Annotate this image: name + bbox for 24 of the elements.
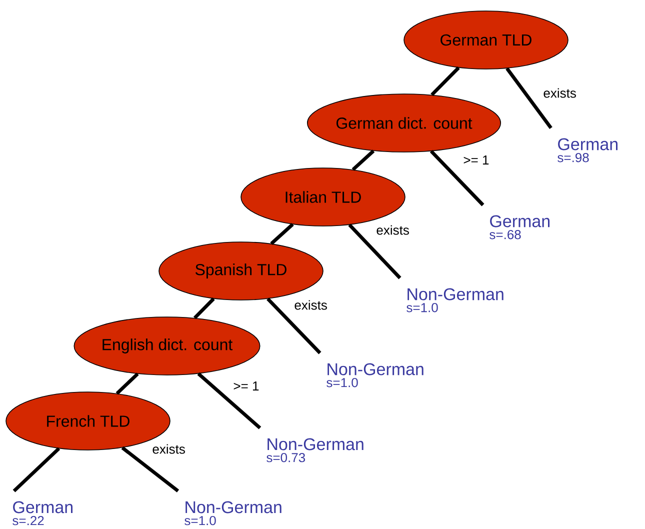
edge-label: exists bbox=[375, 224, 410, 236]
edge-label: >= 1 bbox=[232, 380, 260, 392]
branch-line bbox=[430, 66, 460, 96]
edge-label: >= 1 bbox=[462, 154, 490, 166]
leaf-label: German s=.68 bbox=[490, 215, 550, 240]
leaf-label: Non-German s=1.0 bbox=[406, 288, 504, 312]
leaf-label: Non-German s=1.0 bbox=[326, 363, 424, 388]
branch-line bbox=[193, 298, 215, 320]
leaf-label: German s=.22 bbox=[12, 501, 72, 526]
branch-line bbox=[430, 150, 484, 206]
branch-line bbox=[270, 223, 294, 245]
branch-line bbox=[348, 224, 402, 280]
branch-line bbox=[12, 447, 60, 492]
branch-line bbox=[116, 372, 139, 395]
edge-label: exists bbox=[293, 299, 328, 311]
leaf-label: German s=.98 bbox=[558, 138, 618, 162]
branch-line bbox=[506, 67, 552, 130]
leaf-label: Non-German s=0.73 bbox=[266, 438, 364, 462]
branch-line bbox=[197, 372, 262, 430]
branch-line bbox=[266, 298, 322, 354]
leaf-label: Non-German s=1.0 bbox=[184, 501, 282, 526]
branch-line bbox=[121, 446, 180, 492]
edge-label: exists bbox=[542, 87, 578, 99]
branch-line bbox=[352, 150, 375, 171]
